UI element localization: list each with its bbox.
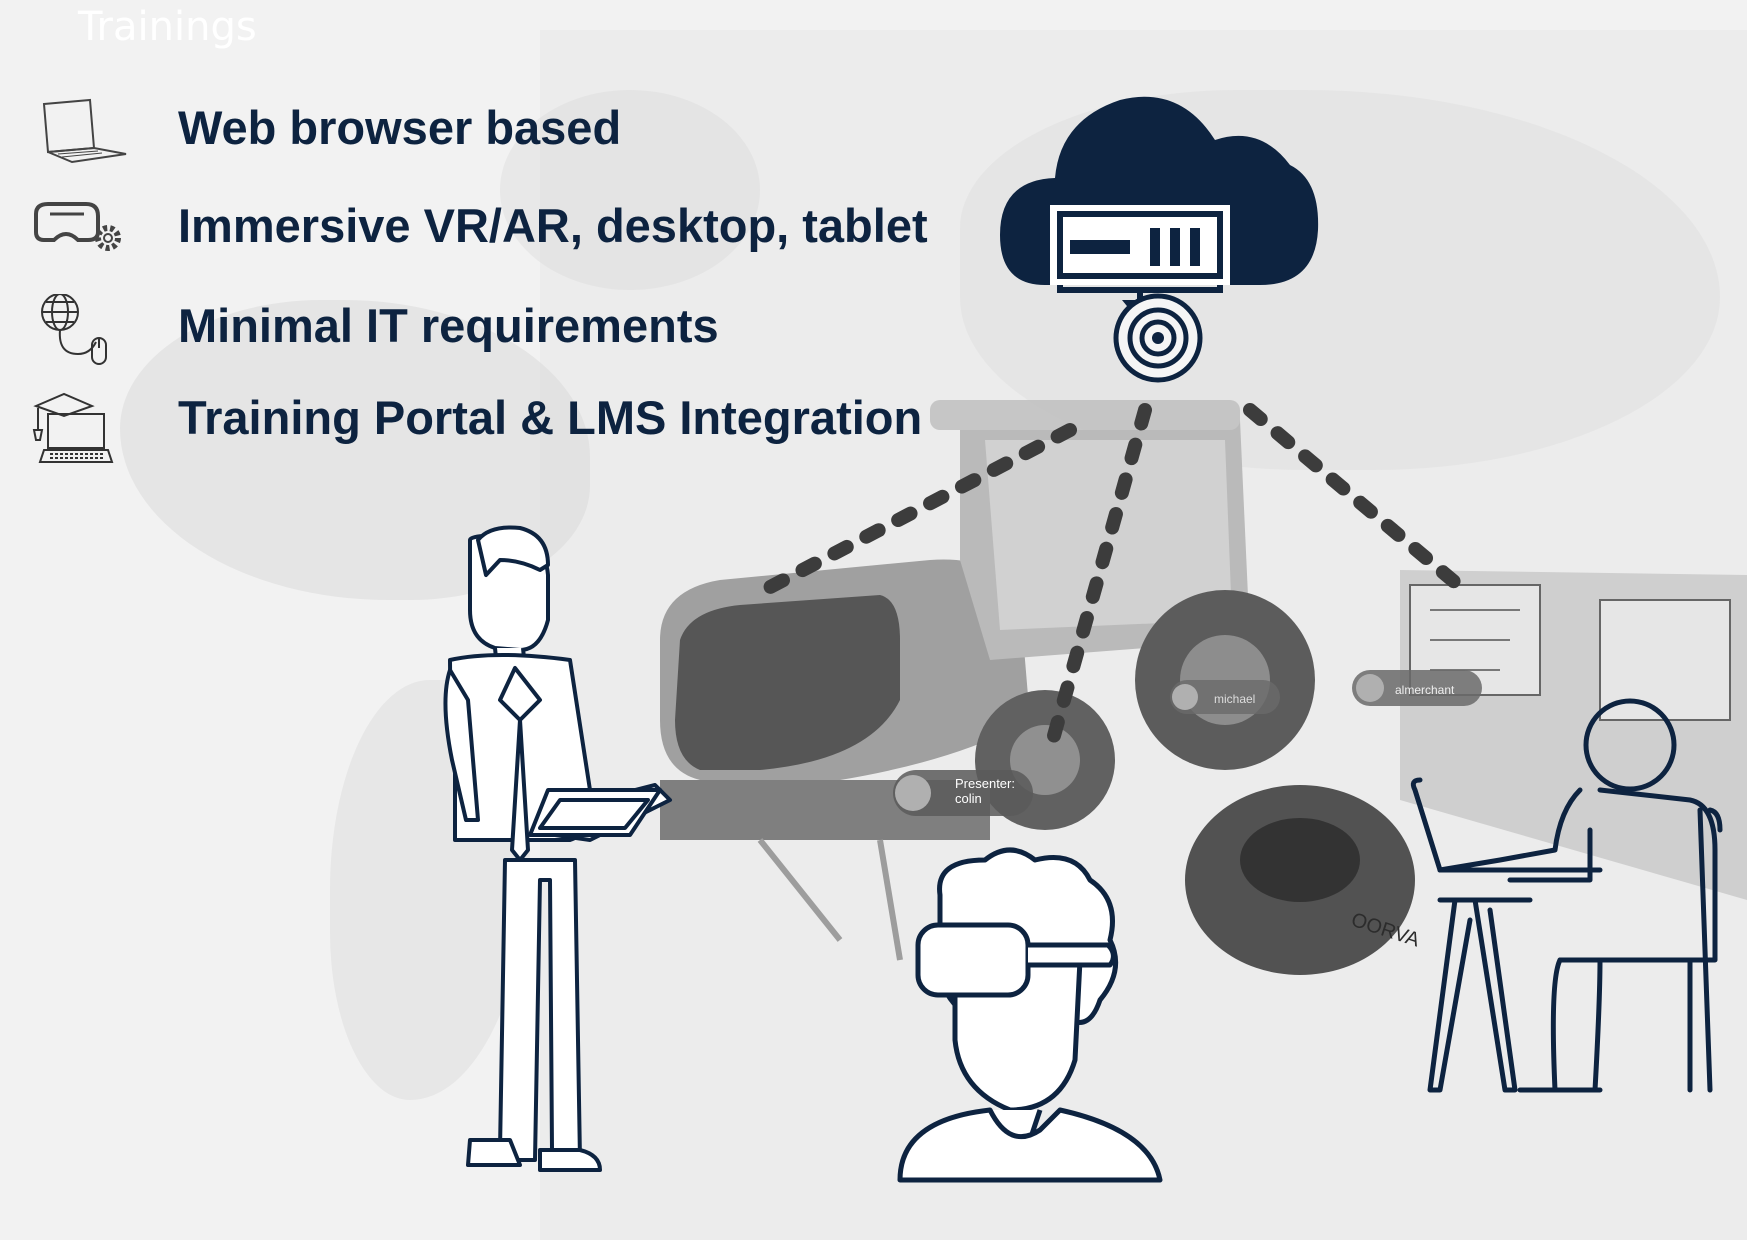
vr-user-figure bbox=[897, 847, 1163, 1183]
feature-item: Minimal IT requirements bbox=[0, 286, 1000, 376]
feature-label: Immersive VR/AR, desktop, tablet bbox=[178, 199, 928, 252]
graduation-laptop-icon bbox=[28, 386, 128, 466]
user-tag: michael bbox=[1170, 680, 1280, 714]
connection-lines bbox=[748, 403, 1477, 757]
feature-item: Web browser based bbox=[0, 88, 1000, 178]
svg-text:colin: colin bbox=[955, 791, 982, 806]
svg-text:Presenter:: Presenter: bbox=[955, 776, 1015, 791]
feature-item: Immersive VR/AR, desktop, tablet bbox=[0, 186, 1000, 276]
standing-man-tablet-figure bbox=[443, 525, 672, 1172]
seated-laptop-user-figure bbox=[1410, 698, 1723, 1093]
presenter-tag: Presenter: colin bbox=[893, 770, 1033, 816]
tractor-image: OORVA bbox=[660, 400, 1423, 975]
user-tag-label: almerchant bbox=[1395, 683, 1455, 697]
feature-label: Web browser based bbox=[178, 101, 622, 154]
page-title: Trainings bbox=[78, 4, 257, 50]
user-tag-label: michael bbox=[1214, 692, 1255, 706]
user-tag: almerchant bbox=[1352, 670, 1482, 706]
feature-label: Minimal IT requirements bbox=[178, 299, 719, 352]
map-greenland bbox=[500, 90, 760, 290]
cloud-server-icon bbox=[1000, 96, 1319, 383]
laptop-icon bbox=[28, 96, 128, 176]
feature-label: Training Portal & LMS Integration bbox=[178, 391, 923, 444]
feature-item: Training Portal & LMS Integration bbox=[0, 378, 1000, 468]
whiteboard-image bbox=[1400, 570, 1747, 900]
globe-mouse-icon bbox=[28, 293, 128, 374]
vr-headset-gear-icon bbox=[28, 194, 128, 274]
